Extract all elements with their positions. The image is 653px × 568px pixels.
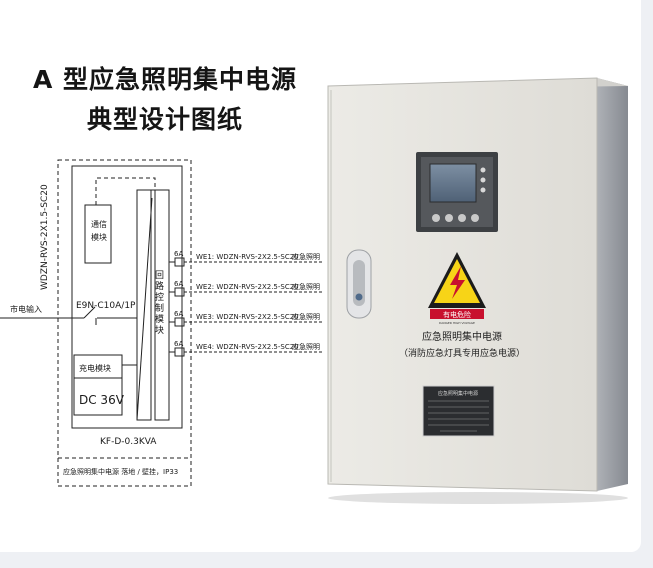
charger-module-label: 充电模块: [79, 363, 111, 373]
nameplate: [422, 385, 495, 437]
door-label-line-1: 应急照明集中电源: [422, 330, 502, 343]
circuit-label-2: WE2: WDZN-RVS-2X2.5-SC20: [196, 283, 299, 291]
enclosure-outline: [57, 159, 192, 487]
fuse-label-3: 6A: [174, 310, 183, 318]
panel-button-2: [445, 214, 453, 222]
panel-button-4: [471, 214, 479, 222]
comm-module-label-1: 通信: [91, 219, 107, 229]
circuit-load-2: 应急照明: [292, 282, 320, 291]
circuit-label-4: WE4: WDZN-RVS-2X2.5-SC20: [196, 343, 299, 351]
lightning-icon: [450, 266, 465, 299]
circuit-label-3: WE3: WDZN-RVS-2X2.5-SC20: [196, 313, 299, 321]
comm-module-label-2: 模块: [91, 232, 107, 242]
circuit-load-3: 应急照明: [292, 312, 320, 321]
door-label-line-2: （消防应急灯具专用应急电源）: [399, 347, 525, 359]
circuit-load-1: 应急照明: [292, 252, 320, 261]
loop-control-module-label: 回路控制模块: [153, 270, 164, 336]
indicator-light-2: [480, 177, 486, 183]
output-circuits: [169, 257, 322, 357]
battery-label: DC 36V: [79, 393, 125, 407]
product-image-card: A 型应急照明集中电源 典型设计图纸: [0, 0, 641, 552]
product-illustration: WDZN-RVS-2X1.5-SC20 通信 模块 市电输入 E9N-C10A/…: [0, 77, 628, 504]
vertical-cable-label: WDZN-RVS-2X1.5-SC20: [40, 184, 50, 290]
lock-icon: [355, 293, 363, 301]
panel-button-3: [458, 214, 466, 222]
model-label: KF-D-0.3KVA: [100, 437, 157, 447]
fuse-label-2: 6A: [174, 280, 183, 288]
footnote-label: 应急照明集中电源 落地 / 壁挂，IP33: [63, 467, 178, 476]
panel-button-1: [432, 214, 440, 222]
fuse-label-4: 6A: [174, 340, 183, 348]
mains-input-label: 市电输入: [10, 304, 42, 314]
circuit-load-4: 应急照明: [292, 342, 320, 351]
indicator-light-1: [480, 167, 486, 173]
warning-sublabel: DANGER HIGH VOLTAGE: [439, 321, 475, 325]
cabinet-photo: 有电危险 DANGER HIGH VOLTAGE 应急照明集中电源 （消防应急灯…: [327, 77, 628, 504]
indicator-light-3: [480, 187, 486, 193]
cabinet-side-panel: [597, 78, 628, 491]
breaker-label: E9N-C10A/1P: [76, 301, 136, 311]
title-line-1: A 型应急照明集中电源: [32, 65, 298, 94]
title-line-2: 典型设计图纸: [86, 105, 243, 134]
nameplate-title: 应急照明集中电源: [438, 390, 478, 397]
circuit-label-1: WE1: WDZN-RVS-2X2.5-SC20: [196, 253, 299, 261]
control-box: [71, 165, 183, 429]
fuse-label-1: 6A: [174, 250, 183, 258]
comm-module: [84, 204, 112, 264]
charger-battery-box: [73, 354, 123, 416]
warning-label: 有电危险: [443, 310, 471, 319]
wiring-diagram: [0, 159, 322, 487]
warning-sticker: 有电危险 DANGER HIGH VOLTAGE: [428, 252, 486, 325]
lcd-screen: [429, 163, 477, 203]
